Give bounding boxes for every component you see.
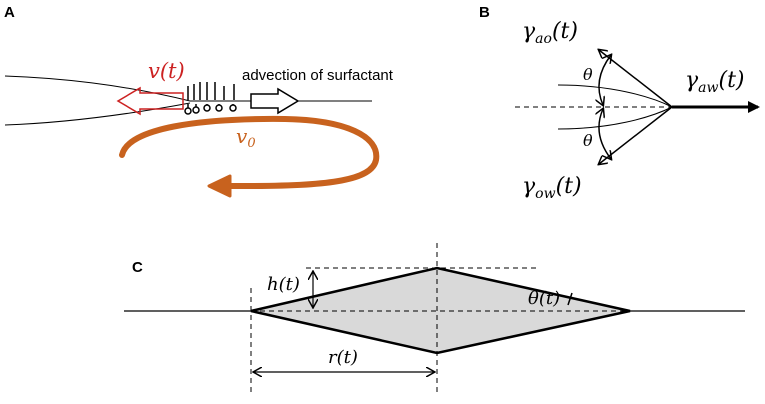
b-lower-interface — [557, 106, 673, 130]
theta-top-arc — [599, 55, 611, 105]
b-upper-interface — [557, 84, 673, 108]
panel-a: A v(t) advection of — [4, 4, 394, 198]
theta-bottom-label: θ — [583, 131, 593, 150]
interface-upper-line — [4, 75, 372, 102]
theta-angle-mark — [567, 292, 573, 306]
circulation-flow-arrow — [119, 115, 380, 189]
theta-top-label: θ — [583, 65, 593, 84]
theta-bottom-arc — [599, 109, 611, 159]
gamma-ow-vector — [599, 106, 673, 164]
advection-arrow — [250, 87, 300, 115]
v0-label: v0 — [236, 124, 256, 151]
gamma-ao-label: γao(t) — [522, 19, 578, 47]
gamma-aw-label: γaw(t) — [685, 68, 745, 96]
panel-a-letter: A — [4, 4, 15, 21]
surfactant-molecules — [184, 82, 237, 115]
advection-label: advection of surfactant — [242, 67, 394, 84]
h-label: h(t) — [267, 274, 300, 295]
gamma-ao-vector — [599, 50, 673, 108]
velocity-label: v(t) — [148, 59, 185, 83]
r-label: r(t) — [328, 347, 358, 368]
circulation-arrowhead — [207, 174, 232, 198]
panel-b-letter: B — [479, 4, 490, 21]
panel-c: C h(t) θ(t) r(t) — [124, 243, 745, 392]
velocity-arrow — [116, 86, 184, 116]
panel-b: B θ θ γao(t) γaw(t) γow(t) — [479, 4, 760, 202]
panel-c-letter: C — [132, 259, 143, 276]
gamma-ow-label: γow(t) — [522, 174, 582, 202]
theta-t-label: θ(t) — [528, 288, 560, 309]
interface-lower-line — [4, 102, 191, 126]
